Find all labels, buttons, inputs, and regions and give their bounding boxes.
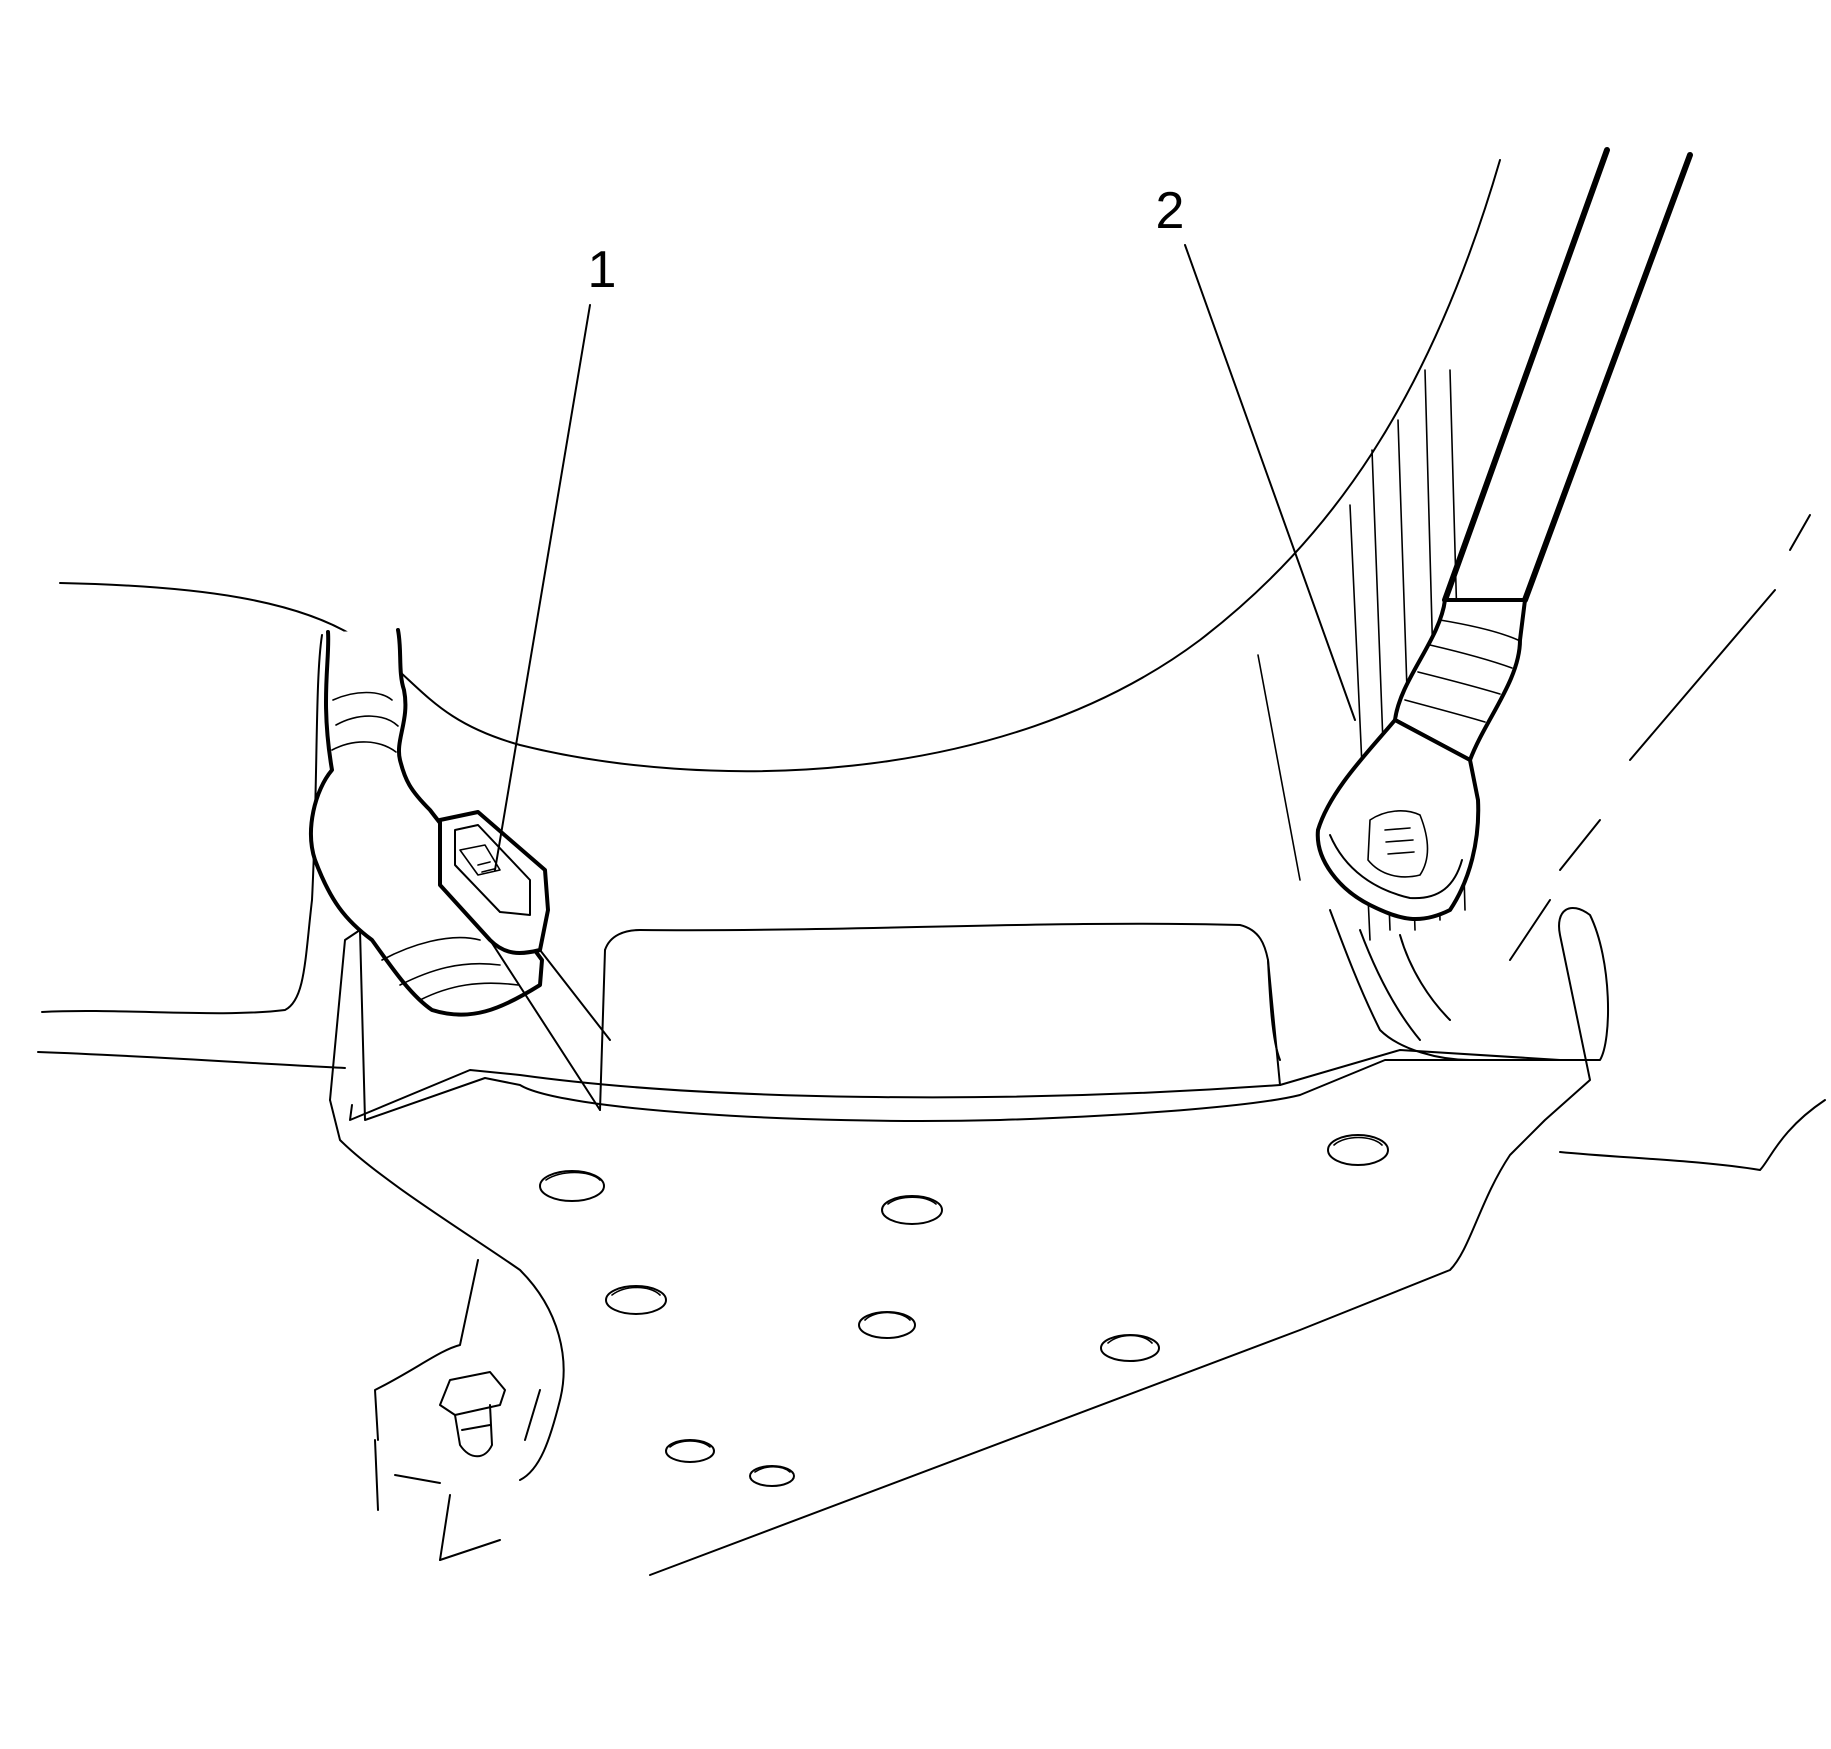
right-wire-harness: [1329, 147, 1693, 1061]
callout-2-label: 2: [1156, 182, 1185, 240]
right-connector: [1315, 718, 1481, 922]
bracket-plate: [329, 906, 1609, 1576]
pillar-lines: [1257, 369, 1826, 1171]
left-connector: [438, 810, 611, 1111]
leader-lines: [494, 244, 1356, 871]
body-panel: [37, 159, 1501, 1069]
callout-1-leader: [494, 304, 591, 871]
left-wire-harness: [309, 628, 544, 1017]
callout-2-leader: [1184, 244, 1356, 721]
stud-bracket: [374, 1259, 541, 1561]
callout-1-label: 1: [588, 241, 617, 299]
plate-holes: [539, 1134, 1389, 1487]
